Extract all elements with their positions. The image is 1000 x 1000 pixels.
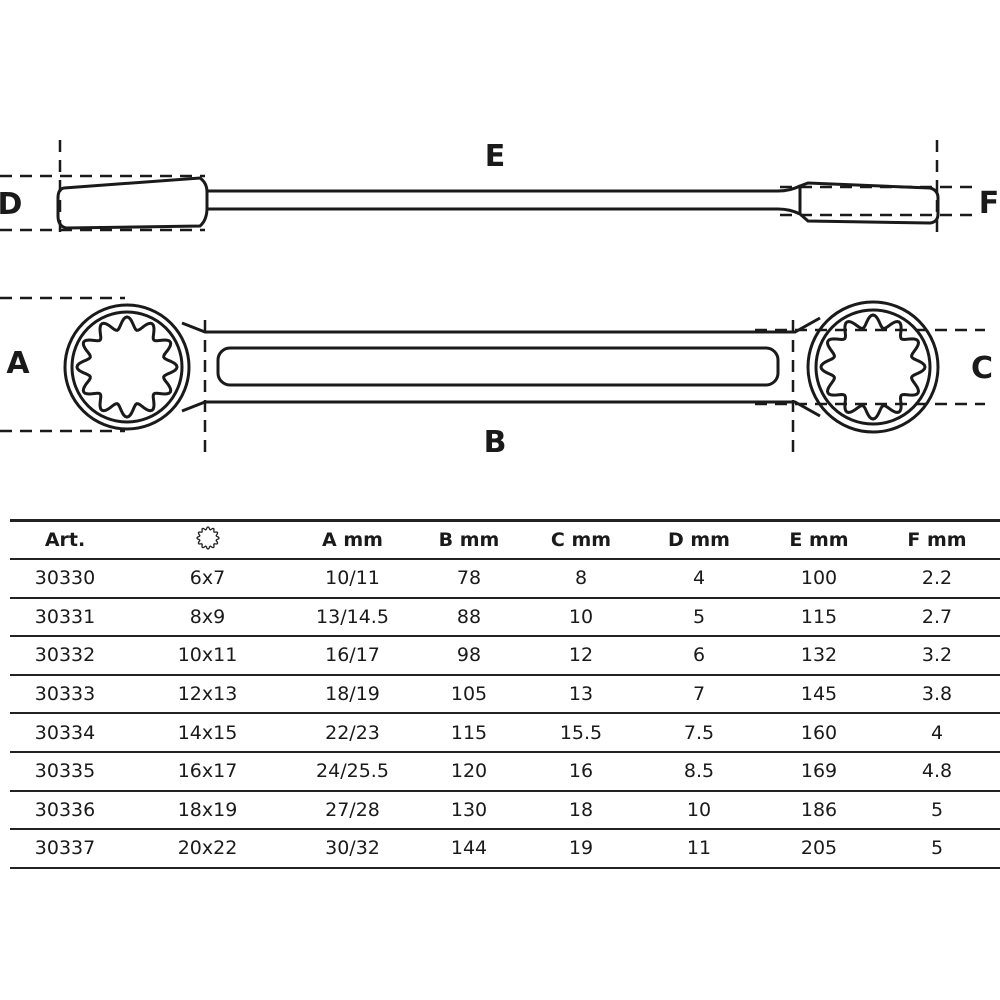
table-cell: 30/32 <box>295 829 410 869</box>
twelve-point-left <box>75 315 179 419</box>
table-cell: 132 <box>764 636 874 676</box>
label-D: D <box>0 187 22 222</box>
twelve-point-icon <box>120 519 295 560</box>
table-cell: 130 <box>410 790 528 831</box>
table-cell: 12x13 <box>120 674 295 715</box>
table-cell: 30334 <box>10 713 120 753</box>
table-cell: 7 <box>634 674 764 715</box>
column-header: F mm <box>874 519 1000 560</box>
table-cell: 13 <box>528 674 634 715</box>
table-cell: 205 <box>764 829 874 869</box>
table-cell: 186 <box>764 790 874 831</box>
table-cell: 4 <box>874 713 1000 753</box>
table-cell: 10x11 <box>120 636 295 676</box>
table-cell: 6x7 <box>120 559 295 599</box>
top-view <box>0 296 985 452</box>
table-cell: 8.5 <box>634 751 764 792</box>
table-cell: 100 <box>764 559 874 599</box>
table-cell: 78 <box>410 559 528 599</box>
side-shaft <box>207 184 801 216</box>
table-cell: 10 <box>528 597 634 638</box>
table-cell: 98 <box>410 636 528 676</box>
table-cell: 30330 <box>10 559 120 599</box>
table-cell: 30331 <box>10 597 120 638</box>
table-cell: 2.2 <box>874 559 1000 599</box>
side-view <box>0 140 975 235</box>
column-header: C mm <box>528 519 634 560</box>
wrench-drawing: E D F A B C <box>0 139 1000 460</box>
table-cell: 18x19 <box>120 790 295 831</box>
table-cell: 16 <box>528 751 634 792</box>
table-cell: 10 <box>634 790 764 831</box>
table-cell: 24/25.5 <box>295 751 410 792</box>
column-header: A mm <box>295 519 410 560</box>
table-cell: 5 <box>634 597 764 638</box>
table-cell: 30335 <box>10 751 120 792</box>
table-cell: 105 <box>410 674 528 715</box>
column-header: E mm <box>764 519 874 560</box>
table-cell: 19 <box>528 829 634 869</box>
table-cell: 30333 <box>10 674 120 715</box>
column-header: B mm <box>410 519 528 560</box>
label-C: C <box>971 351 993 386</box>
label-B: B <box>484 425 507 460</box>
table-cell: 115 <box>764 597 874 638</box>
table-cell: 8x9 <box>120 597 295 638</box>
table-cell: 144 <box>410 829 528 869</box>
table-cell: 27/28 <box>295 790 410 831</box>
side-left-head <box>56 176 209 230</box>
table-cell: 12 <box>528 636 634 676</box>
table-cell: 30337 <box>10 829 120 869</box>
table-cell: 169 <box>764 751 874 792</box>
table-cell: 4 <box>634 559 764 599</box>
label-E: E <box>485 139 506 174</box>
twelve-point-right <box>819 313 927 421</box>
table-cell: 16x17 <box>120 751 295 792</box>
table-cell: 2.7 <box>874 597 1000 638</box>
label-F: F <box>979 186 1000 221</box>
table-cell: 22/23 <box>295 713 410 753</box>
table-cell: 18 <box>528 790 634 831</box>
table-cell: 20x22 <box>120 829 295 869</box>
table-cell: 16/17 <box>295 636 410 676</box>
table-cell: 7.5 <box>634 713 764 753</box>
table-cell: 3.2 <box>874 636 1000 676</box>
table-cell: 15.5 <box>528 713 634 753</box>
side-right-head <box>798 181 940 225</box>
table-cell: 5 <box>874 790 1000 831</box>
table-cell: 8 <box>528 559 634 599</box>
table-cell: 11 <box>634 829 764 869</box>
table-cell: 145 <box>764 674 874 715</box>
table-cell: 18/19 <box>295 674 410 715</box>
table-cell: 88 <box>410 597 528 638</box>
label-A: A <box>6 346 30 381</box>
table-cell: 5 <box>874 829 1000 869</box>
table-cell: 4.8 <box>874 751 1000 792</box>
table-cell: 115 <box>410 713 528 753</box>
table-cell: 13/14.5 <box>295 597 410 638</box>
top-body <box>181 316 821 418</box>
table-cell: 10/11 <box>295 559 410 599</box>
table-cell: 14x15 <box>120 713 295 753</box>
table-cell: 120 <box>410 751 528 792</box>
table-cell: 160 <box>764 713 874 753</box>
table-cell: 30336 <box>10 790 120 831</box>
table-cell: 3.8 <box>874 674 1000 715</box>
table-cell: 30332 <box>10 636 120 676</box>
column-header: D mm <box>634 519 764 560</box>
column-header: Art. <box>10 519 120 560</box>
table-cell: 6 <box>634 636 764 676</box>
slot <box>216 346 780 387</box>
